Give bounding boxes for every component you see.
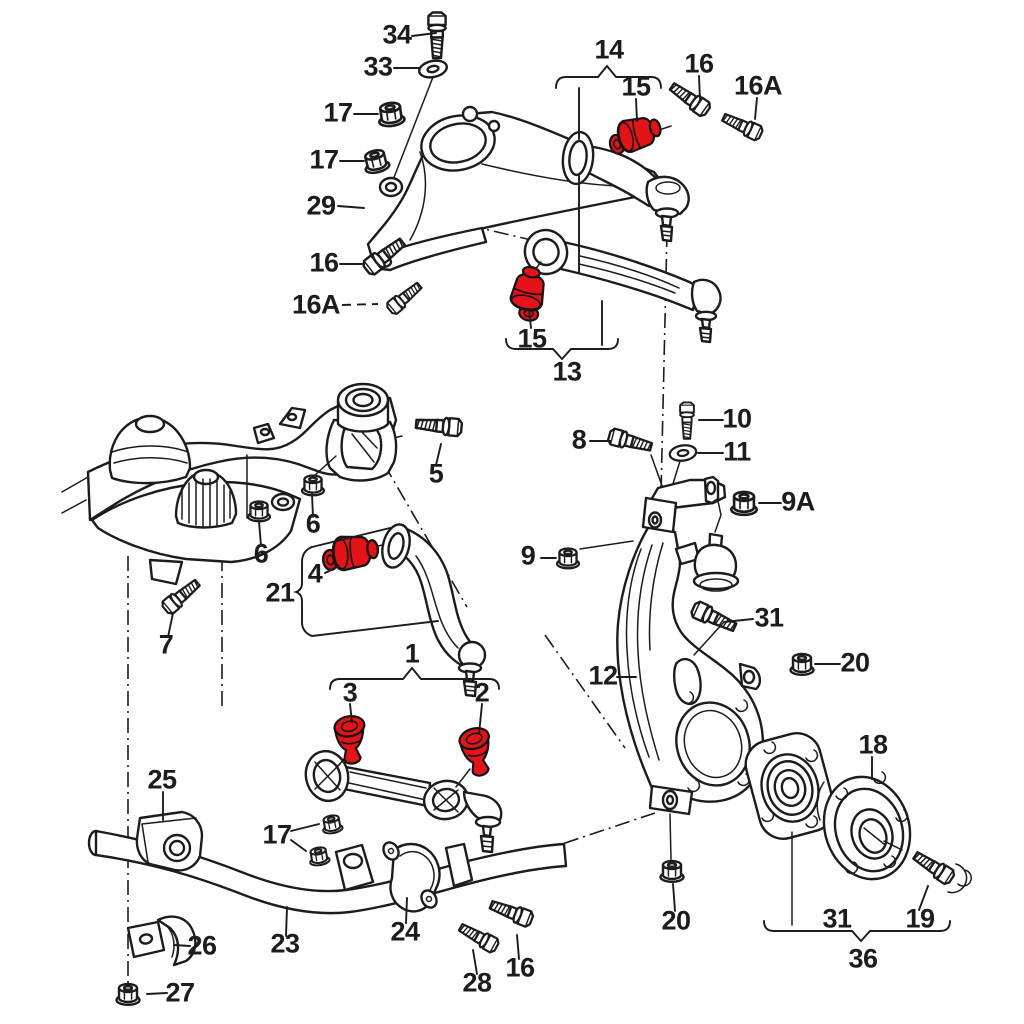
bolt-28 (455, 919, 502, 955)
nut-27 (115, 982, 141, 1006)
stabilizer-clamp-24 (382, 841, 474, 913)
nut-17-upper (375, 100, 407, 129)
steering-knuckle (616, 475, 765, 861)
bolt-16-top (666, 78, 714, 120)
lower-rear-control-arm (304, 749, 503, 854)
upper-front-control-arm (523, 228, 722, 344)
bolt-5 (414, 414, 464, 438)
red-bushing-15-upper (603, 111, 666, 158)
nut-17-arm-b (306, 844, 332, 868)
nut-9 (555, 547, 581, 570)
nut-17-lower (360, 146, 392, 177)
nut-9a (730, 490, 758, 517)
leader-lines (146, 32, 951, 995)
wheel-hub (816, 771, 912, 881)
red-bushing-4 (319, 531, 381, 574)
bolt-16a-left (384, 278, 426, 317)
lower-front-control-arm (367, 523, 487, 698)
stabilizer-bushing-25 (135, 810, 204, 872)
nut-6b (246, 500, 272, 523)
bolt-16-bottom (487, 895, 536, 930)
washer-11 (667, 442, 699, 464)
nut-20-lower (659, 859, 685, 883)
bolt-16a-top (719, 109, 766, 143)
bolt-10 (679, 401, 695, 440)
subframe (61, 382, 398, 586)
bolt-31 (688, 598, 740, 637)
nut-20-upper (789, 652, 815, 676)
nut-17-arm-a (319, 812, 345, 836)
washer-33 (416, 57, 450, 81)
wheel-bearing (744, 732, 836, 926)
bolt-19 (909, 847, 972, 894)
bolt-34 (427, 11, 447, 60)
nut-6a (300, 474, 326, 497)
stabilizer-clamp-26 (126, 915, 197, 967)
stabilizer-bar (87, 829, 568, 915)
red-bushing-2 (455, 723, 501, 780)
bolt-8 (606, 426, 655, 456)
